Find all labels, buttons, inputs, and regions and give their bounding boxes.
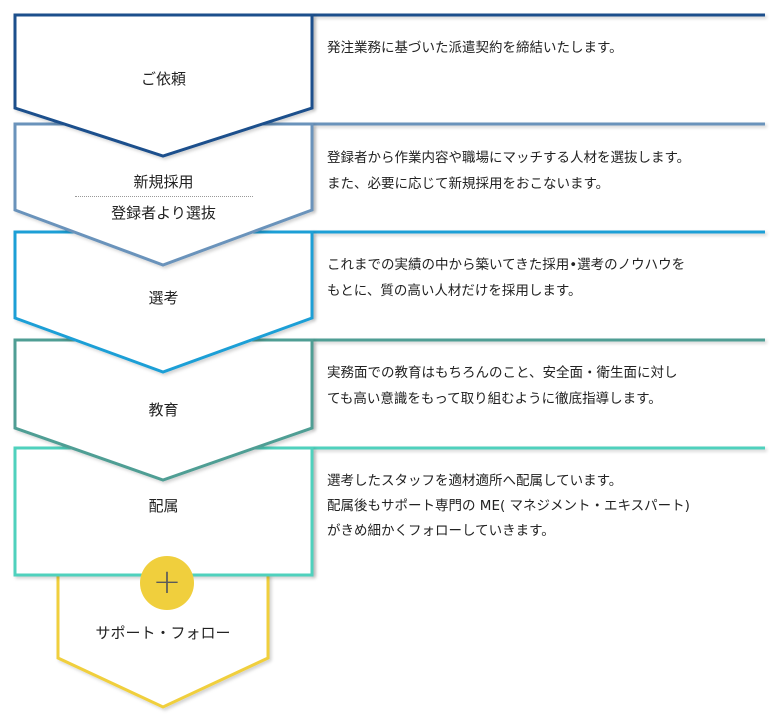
support-follow-label: サポート・フォロー bbox=[95, 624, 231, 642]
step2-dotted-divider bbox=[75, 196, 253, 197]
step5-desc-line: 選考したスタッフを適材適所へ配属しています。 bbox=[327, 473, 623, 489]
step3-desc-line: もとに、質の高い人材だけを採用します。 bbox=[327, 283, 582, 299]
step4-desc-line: ても高い意識をもって取り組むように徹底指導します。 bbox=[327, 391, 662, 407]
step5-desc-line: がきめ細かくフォローしていきます。 bbox=[327, 523, 555, 539]
step2-label-bottom: 登録者より選抜 bbox=[111, 204, 216, 222]
step5-label: 配属 bbox=[148, 497, 179, 515]
step1-description: 発注業務に基づいた派遣契約を締結いたします。 bbox=[327, 35, 767, 61]
step1-desc-line: 発注業務に基づいた派遣契約を締結いたします。 bbox=[327, 40, 623, 56]
step2-label-top: 新規採用 bbox=[133, 173, 194, 191]
step1-chevron bbox=[13, 13, 314, 158]
step4-desc-line: 実務面での教育はもちろんのこと、安全面・衛生面に対し bbox=[327, 365, 678, 381]
step2-desc-line: 登録者から作業内容や職場にマッチする人材を選抜します。 bbox=[327, 150, 691, 166]
step1-label: ご依頼 bbox=[140, 70, 186, 88]
step3-desc-line: これまでの実績の中から築いてきた採用•選考のノウハウを bbox=[327, 257, 686, 273]
step1-desc-frame bbox=[310, 13, 765, 108]
step4-chevron bbox=[13, 338, 314, 482]
step4-label: 教育 bbox=[148, 401, 179, 419]
plus-circle: + bbox=[140, 556, 194, 610]
step2-description: 登録者から作業内容や職場にマッチする人材を選抜します。 また、必要に応じて新規採… bbox=[327, 145, 767, 197]
step3-chevron bbox=[13, 230, 314, 374]
step2-desc-line: また、必要に応じて新規採用をおこないます。 bbox=[327, 176, 610, 192]
step3-label: 選考 bbox=[148, 289, 179, 307]
plus-icon: + bbox=[152, 561, 182, 602]
step4-description: 実務面での教育はもちろんのこと、安全面・衛生面に対し ても高い意識をもって取り組… bbox=[327, 360, 767, 412]
step5-description: 選考したスタッフを適材適所へ配属しています。 配属後もサポート専門の ME( マ… bbox=[327, 469, 767, 544]
step5-desc-line: 配属後もサポート専門の ME( マネジメント・エキスパート) bbox=[327, 498, 690, 514]
step3-description: これまでの実績の中から築いてきた採用•選考のノウハウを もとに、質の高い人材だけ… bbox=[327, 252, 767, 304]
